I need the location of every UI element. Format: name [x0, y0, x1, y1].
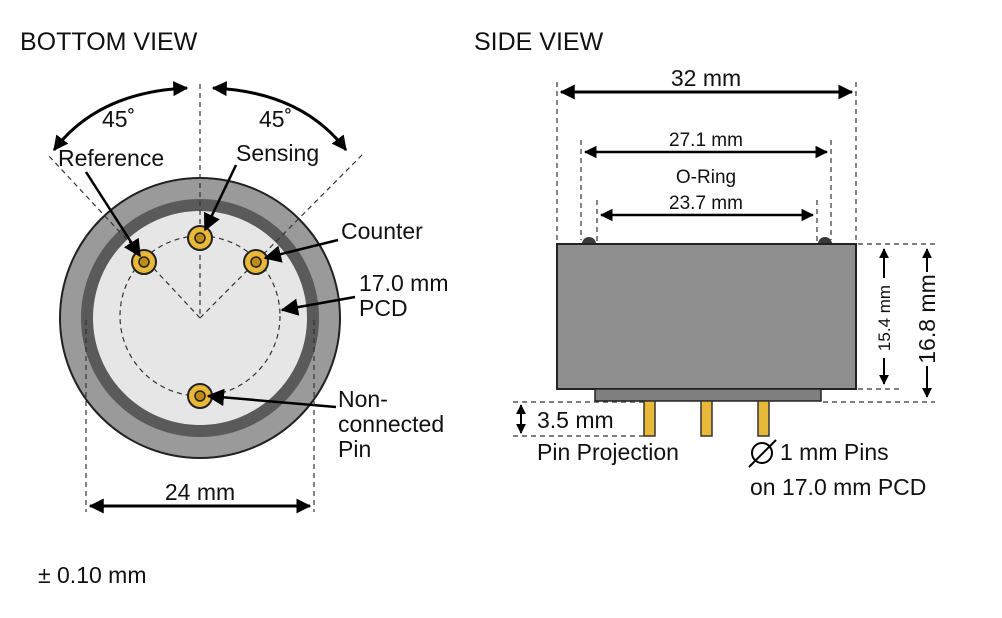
label-non-connected-1: Non- — [338, 386, 388, 412]
pins-spec-line1: 1 mm Pins — [780, 439, 889, 465]
pin-counter — [243, 249, 269, 275]
left-angle-label: 45˚ — [102, 106, 135, 132]
label-non-connected-3: Pin — [338, 436, 371, 462]
non-connected-leader — [206, 388, 337, 409]
total-height-gap — [913, 272, 941, 366]
pin-projection-label: Pin Projection — [537, 439, 679, 465]
side-view-title: SIDE VIEW — [474, 28, 604, 56]
side-pin-left — [643, 400, 656, 437]
right-45-line — [199, 154, 363, 319]
pins-spec-line2: on 17.0 mm PCD — [750, 474, 926, 500]
right-angle-arrow — [211, 81, 348, 151]
total-height-label: 16.8 mm — [914, 274, 940, 363]
label-pcd-value: 17.0 mm — [359, 270, 448, 296]
pin-reference — [131, 249, 157, 275]
left-45-line — [47, 154, 201, 319]
pin-projection-value: 3.5 mm — [537, 407, 614, 433]
body-height-gap — [872, 278, 896, 358]
oring-label: O-Ring — [676, 167, 736, 188]
side-body — [556, 243, 857, 390]
pcd-circle — [119, 235, 281, 397]
right-angle-label: 45˚ — [259, 106, 292, 132]
side-pin-middle — [700, 400, 713, 437]
diameter-symbol-icon — [748, 439, 777, 468]
tolerance-note: ± 0.10 mm — [38, 562, 147, 588]
bottom-view-title: BOTTOM VIEW — [20, 28, 198, 56]
label-counter: Counter — [341, 218, 423, 244]
pcd-leader — [280, 295, 356, 316]
reference-leader — [84, 171, 142, 258]
body-height-label: 15.4 mm — [875, 285, 894, 351]
counter-leader — [263, 238, 339, 263]
side-base — [594, 388, 822, 402]
side-pin-right — [757, 400, 770, 437]
sensing-leader — [203, 164, 238, 232]
label-sensing: Sensing — [236, 140, 319, 166]
label-pcd: PCD — [359, 295, 408, 321]
left-angle-arrow — [52, 81, 189, 151]
oring-inner-label: 23.7 mm — [669, 193, 743, 214]
label-reference: Reference — [58, 145, 164, 171]
pin-sensing — [187, 225, 213, 251]
diameter-label: 24 mm — [165, 479, 235, 505]
oring-outer-label: 27.1 mm — [669, 130, 743, 151]
label-non-connected-2: connected — [338, 411, 444, 437]
width-total-label: 32 mm — [671, 65, 741, 91]
